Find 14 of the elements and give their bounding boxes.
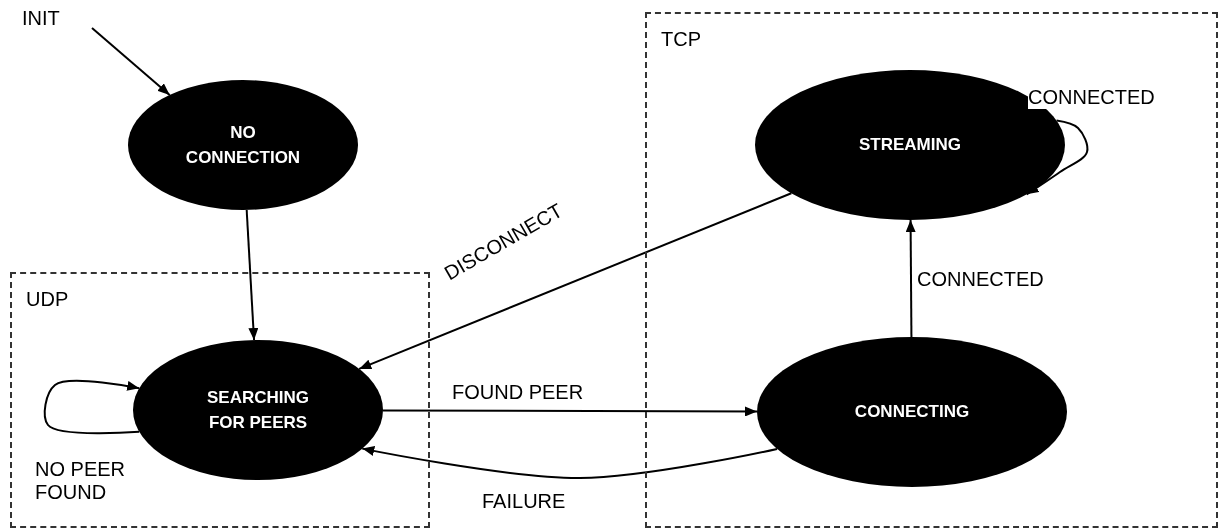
state-ellipse: CONNECTING [757, 337, 1067, 487]
state-label: INIT [22, 5, 92, 31]
arrow [382, 406, 758, 417]
group-label: UDP [26, 288, 69, 311]
group-label: TCP [661, 28, 701, 51]
group-boundary [645, 12, 1218, 528]
arrow [905, 219, 916, 338]
arrow [91, 27, 171, 96]
arrow [358, 192, 793, 370]
state-ellipse: NO CONNECTION [128, 80, 358, 210]
arrow [245, 208, 259, 342]
arrow [361, 446, 779, 479]
state-ellipse: SEARCHING FOR PEERS [133, 340, 383, 480]
arrow [43, 379, 141, 435]
